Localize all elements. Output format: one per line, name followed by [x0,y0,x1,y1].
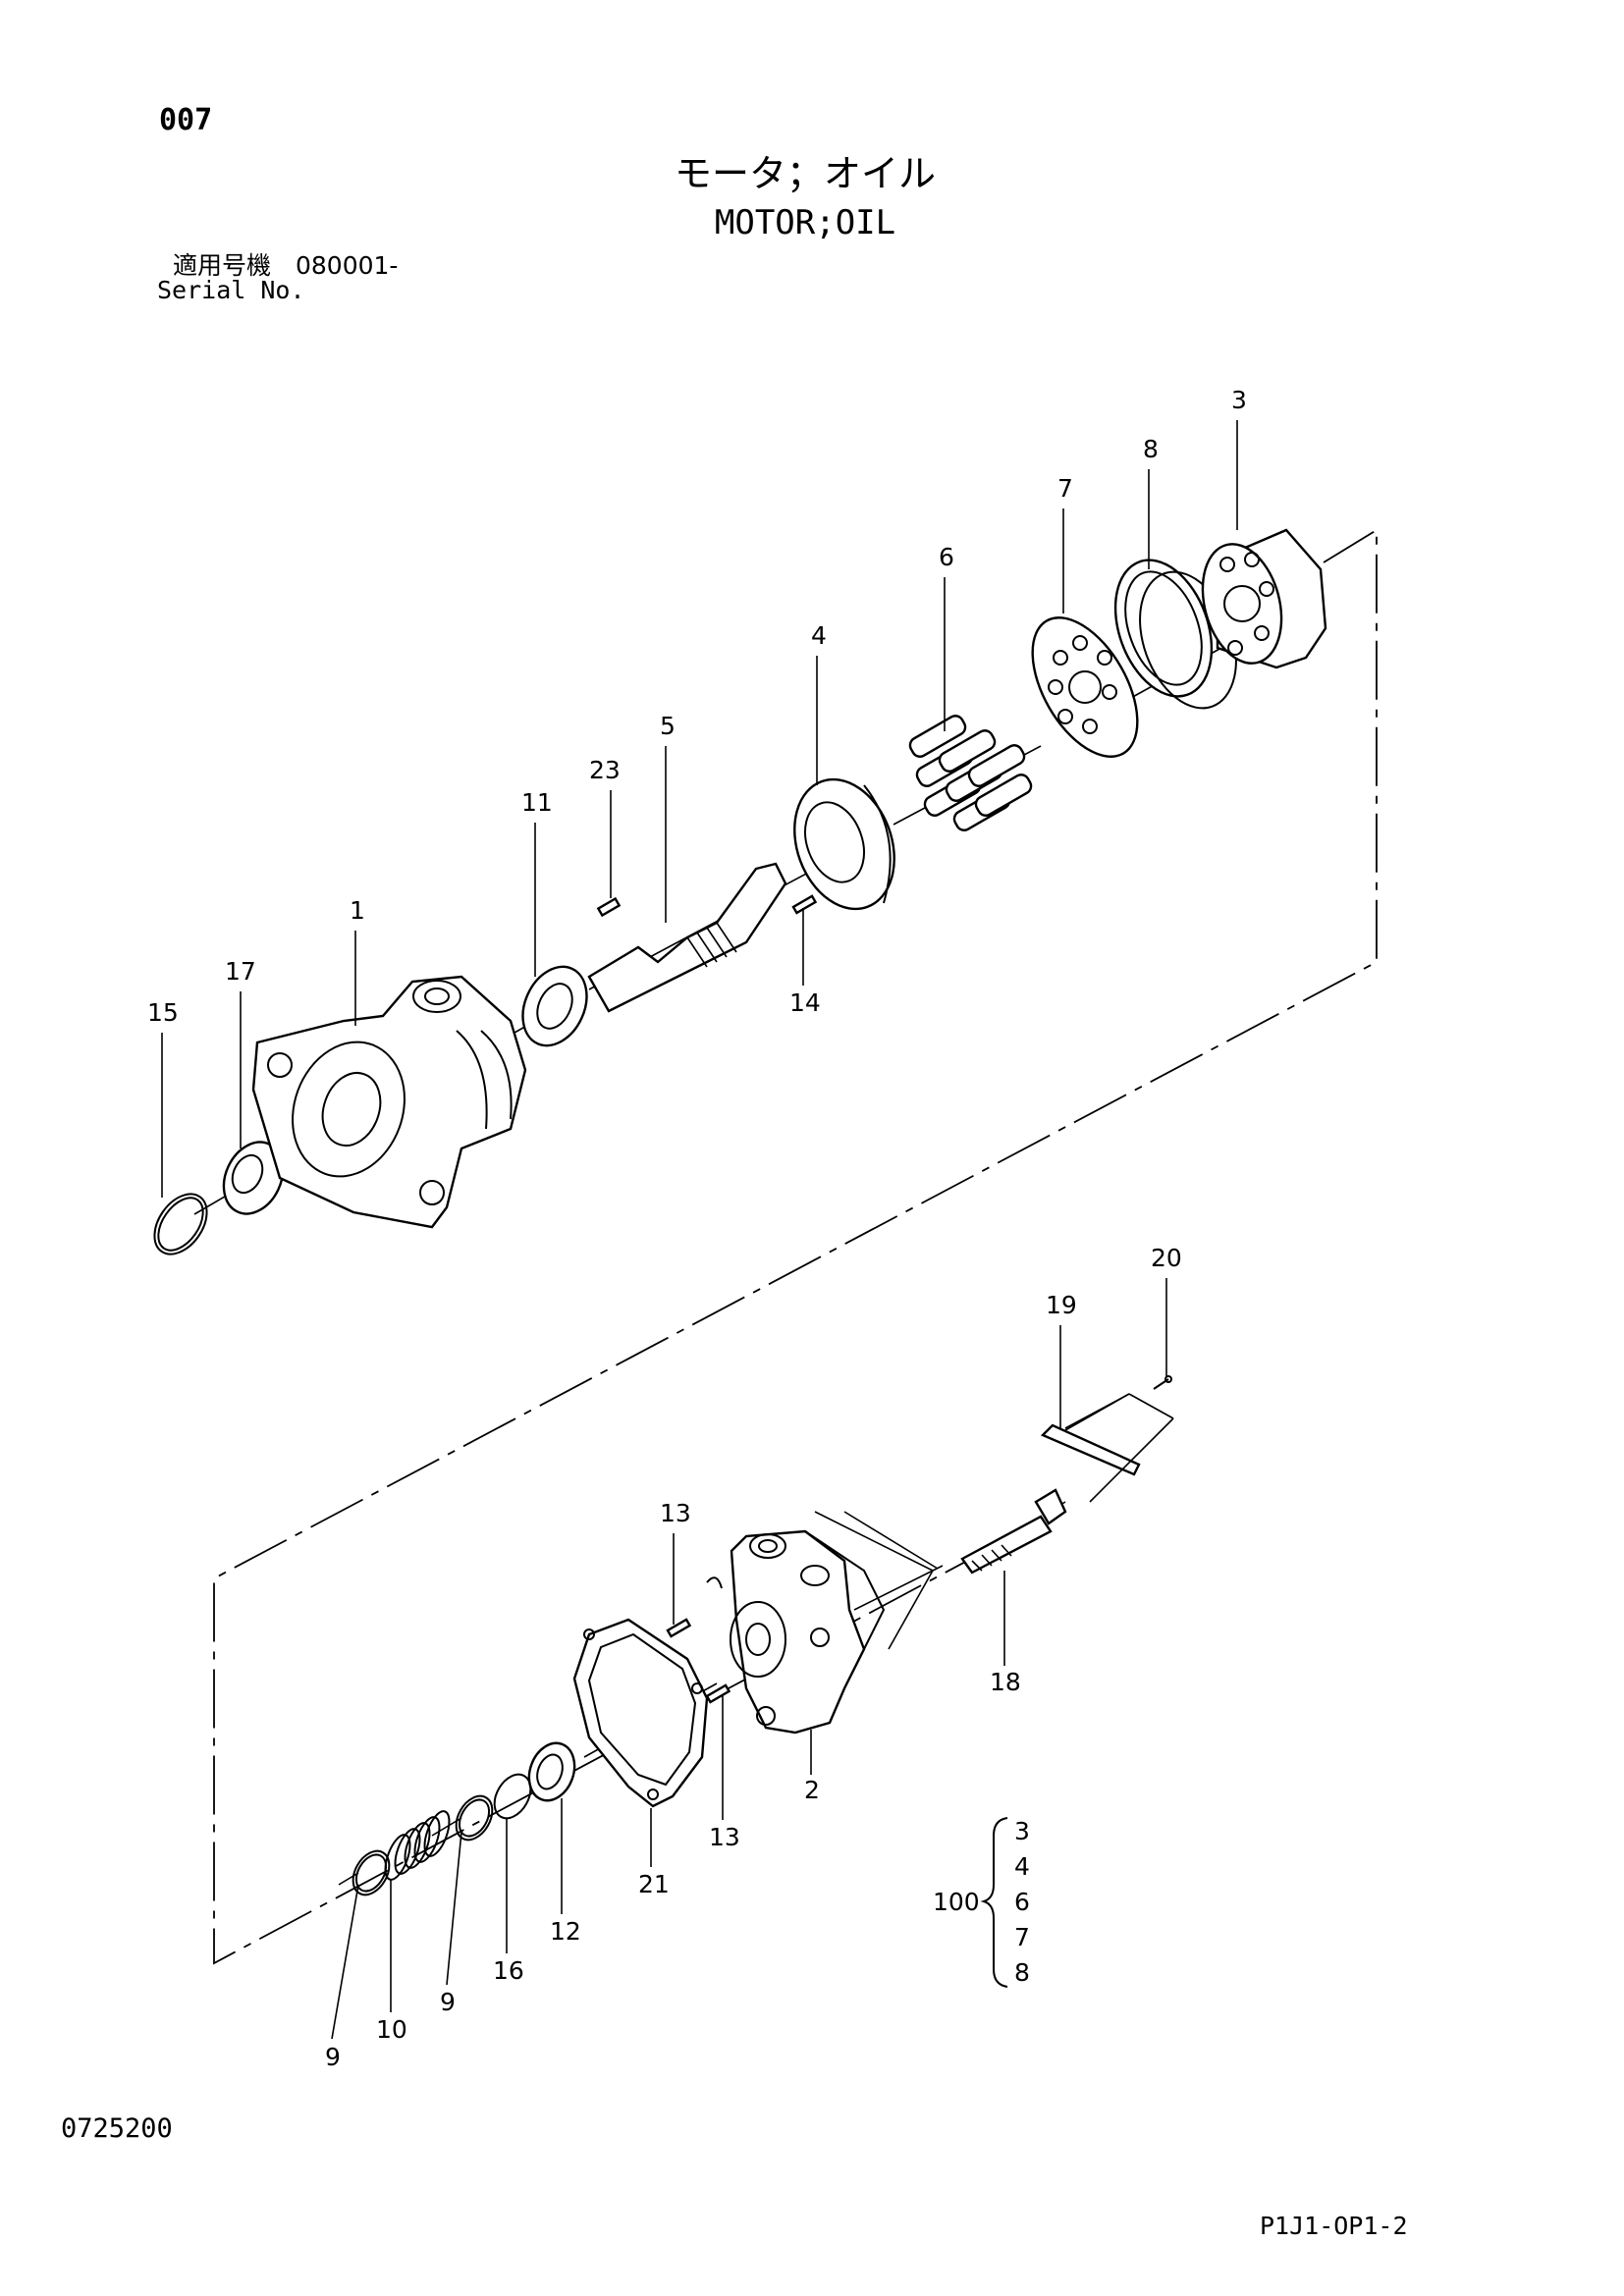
serial-number-label-japanese: 適用号機 080001- [173,251,399,280]
page-number: 007 [159,103,213,137]
leader-lines [161,420,1238,2040]
part-8-ring [1113,559,1237,710]
part-20-rivet [1153,1375,1172,1390]
callout-13-lower: 13 [709,1823,740,1851]
page-reference: P1J1-OP1-2 [1260,2212,1408,2240]
part-3-cylinder-block [1201,528,1327,669]
part-14-pin [791,894,818,915]
part-13-pins [666,1576,731,1704]
part-21-gasket [572,1618,709,1808]
callout-2: 2 [804,1776,820,1804]
callout-7: 7 [1057,474,1073,503]
part-1-casing [251,975,527,1229]
kit-100-group: 100 3 4 6 7 8 [933,1817,1030,1988]
lower-axis-line [338,1393,1130,1886]
callout-9-inner: 9 [440,1988,456,2016]
callout-13-upper: 13 [660,1499,691,1527]
callout-6: 6 [939,543,954,571]
kit-item-4: 7 [1014,1923,1030,1951]
kit-item-3: 6 [1014,1888,1030,1916]
part-10-spring [384,1810,451,1881]
page-title-english: MOTOR;OIL [714,203,896,242]
callout-18: 18 [990,1668,1021,1696]
part-5-shaft [587,862,787,1013]
callout-4: 4 [811,621,827,650]
part-9-snap-ring-outer [352,1849,391,1896]
part-17-oil-seal [222,1141,285,1215]
callout-9-outer: 9 [325,2043,341,2071]
callout-1: 1 [350,896,365,925]
kit-item-1: 3 [1014,1817,1030,1845]
callout-11: 11 [521,788,553,817]
assembly-boundary-line [213,528,1378,1965]
document-code: 0725200 [61,2113,173,2144]
kit-item-2: 4 [1014,1852,1030,1881]
callout-20: 20 [1151,1244,1182,1272]
callout-16: 16 [493,1956,524,1985]
callout-5: 5 [660,712,676,740]
callout-8: 8 [1143,435,1159,463]
part-16-snap-ring [493,1773,532,1820]
callout-21: 21 [638,1870,670,1898]
callout-17: 17 [225,957,256,986]
part-11-bearing [521,965,588,1047]
callout-3: 3 [1231,386,1247,414]
part-18-bolt [960,1488,1067,1575]
kit-100-label: 100 [933,1888,980,1916]
callout-23: 23 [589,756,621,784]
part-7-retainer-plate [1031,616,1139,758]
kit-item-5: 8 [1014,1958,1030,1987]
callout-19: 19 [1046,1291,1077,1319]
serial-number-label-english: Serial No. [157,276,305,304]
part-2-valve-cover [730,1511,939,1735]
callout-10: 10 [376,2015,407,2044]
part-9-snap-ring-inner [455,1794,494,1842]
part-15-snap-ring [153,1193,208,1255]
part-4-swash-plate [793,777,895,911]
part-23-key [596,896,622,918]
callout-14: 14 [789,988,821,1017]
part-19-name-plate [1040,1393,1174,1503]
callout-15: 15 [147,998,179,1027]
page-title-japanese: モータ；オイル [674,152,936,195]
part-6-pistons [908,715,1033,831]
callout-labels: 3 8 7 6 4 5 23 11 1 17 15 14 20 19 13 18… [147,386,1247,2071]
callout-12: 12 [550,1917,581,1946]
part-12-needle-bearing [527,1741,576,1802]
